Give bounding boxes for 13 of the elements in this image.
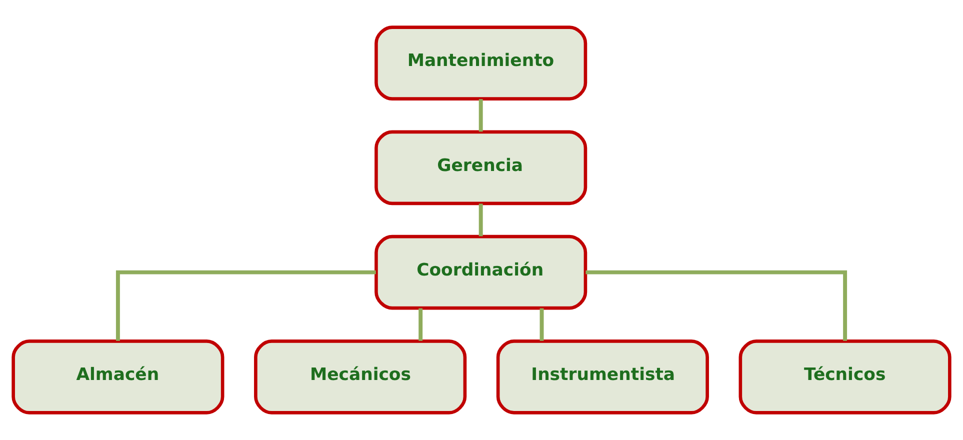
connector (586, 270, 848, 341)
node-box: Instrumentista (496, 340, 709, 414)
connector (116, 270, 376, 341)
connector (478, 204, 483, 236)
connector (478, 99, 483, 132)
node-box: Mantenimiento (374, 26, 588, 100)
node-box: Almacén (12, 340, 224, 414)
node-box: Coordinación (374, 234, 588, 310)
connector (418, 308, 423, 341)
node-box: Gerencia (374, 130, 588, 206)
node-box: Técnicos (738, 340, 952, 414)
node-box: Mecánicos (254, 340, 467, 414)
connector (540, 308, 544, 341)
